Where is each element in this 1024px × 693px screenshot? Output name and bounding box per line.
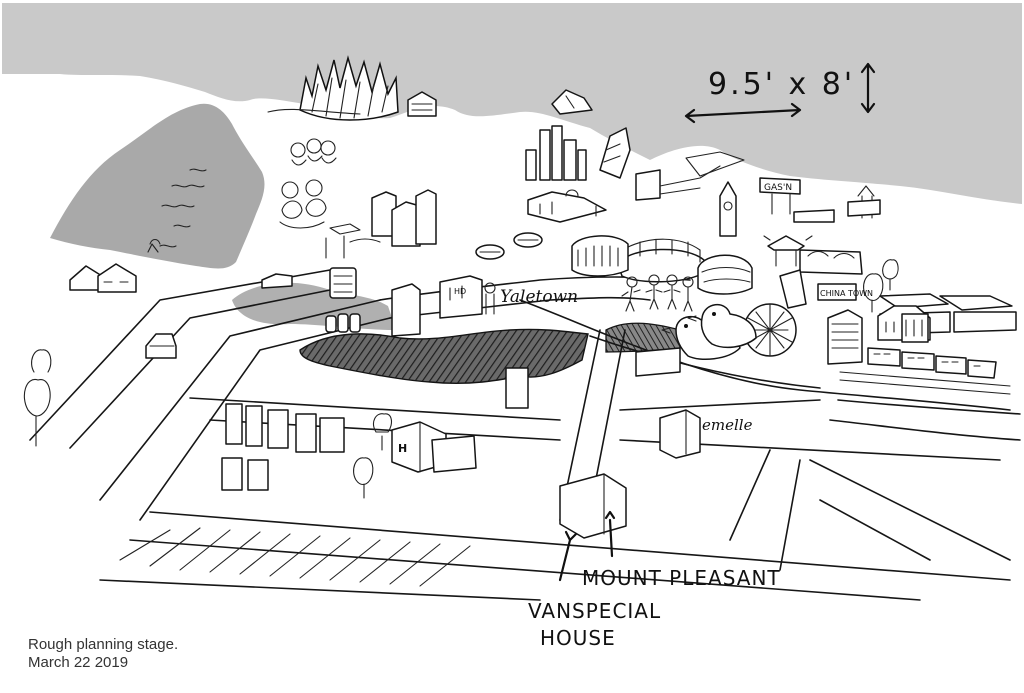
label-mount-pleasant: MOUNT PLEASANT: [582, 566, 781, 590]
label-vanspecial-line1: VANSPECIAL: [528, 599, 661, 623]
label-gastown: GAS'N: [764, 183, 792, 193]
water-body: [50, 103, 265, 269]
yaletown-buildings: [391, 275, 496, 337]
vanspecial-house: [558, 473, 627, 582]
water-ripples: [159, 168, 207, 248]
street-trees: [23, 349, 393, 499]
east-buildings: [827, 185, 1017, 365]
skytrain: [867, 347, 997, 379]
dimensions-note: 9.5' x 8': [708, 67, 855, 102]
caption-line-1: Rough planning stage.: [28, 636, 179, 653]
rail-lines: [839, 371, 1011, 395]
gastown-clock: [635, 151, 835, 237]
hatched-area-east: [605, 322, 681, 353]
label-emelle: emelle: [702, 416, 753, 434]
sky-backdrop: [2, 3, 1022, 204]
downtown-towers: [325, 189, 437, 259]
top-landmarks: [407, 89, 631, 181]
road-network: [29, 269, 1021, 601]
pointer-arrow-2: [604, 510, 616, 558]
hospital-building: H: [391, 421, 477, 473]
caption-line-2: March 22 2019: [28, 654, 129, 671]
stanley-park-trees: [267, 55, 399, 121]
crosswalk-lines: [119, 527, 471, 587]
storage-tanks: [221, 267, 529, 491]
dimension-arrows: [684, 62, 876, 124]
houses-left: [69, 238, 161, 293]
label-vanspecial-line2: HOUSE: [540, 626, 616, 650]
center-features: [475, 189, 607, 260]
sculpture-figures: [279, 138, 337, 229]
car-2: [261, 273, 293, 289]
stadium: [571, 235, 797, 357]
hospital-sign: H: [398, 442, 407, 455]
bird-sculptures: [635, 304, 757, 377]
pointer-arrow-1: [558, 530, 578, 582]
emelle-building: [659, 409, 701, 459]
label-yaletown: Yaletown: [500, 287, 578, 307]
chinatown-gate: [763, 235, 863, 309]
car: [145, 333, 177, 359]
hatched-area: [299, 328, 589, 384]
runner-figures: [621, 274, 694, 312]
label-shop-sign: HD: [454, 287, 466, 296]
label-chinatown: CHINA TOWN: [820, 289, 873, 298]
